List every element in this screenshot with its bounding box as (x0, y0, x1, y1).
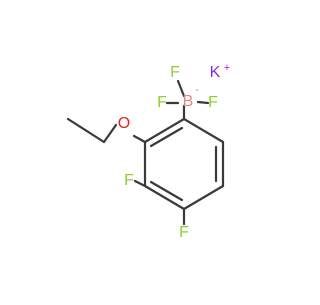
fluorine-ring-3-label: F (124, 172, 134, 189)
ring-bond-c2-c1 (143, 117, 186, 144)
fluorine-ring-4-label: F (179, 224, 189, 241)
ring-bond-c5-c4 (182, 184, 225, 211)
fluorine-top-label: F (170, 64, 180, 81)
bond-c3-fluorine (133, 179, 147, 188)
potassium-label: K (210, 64, 221, 81)
ring-bond-c4-c3 (143, 184, 186, 211)
fluorine-right-label: F (208, 94, 218, 111)
fluorine-left-label: F (157, 94, 167, 111)
structure-canvas: K + B - F F F O F F (66, 62, 230, 241)
boron-label: B (183, 93, 194, 110)
bond-boron-f-top (176, 79, 186, 98)
atom-labels: K + B - F F F O F F (118, 62, 230, 241)
bond-ch2-ch3 (66, 117, 106, 144)
potassium-charge: + (224, 62, 230, 74)
bonds (66, 79, 225, 226)
structure-svg: K + B - F F F O F F (66, 62, 230, 241)
oxygen-label: O (118, 115, 130, 132)
ring-bond-c1-c6 (182, 117, 225, 144)
boron-charge: - (195, 84, 199, 96)
bond-c2-oxygen (132, 134, 147, 144)
bond-boron-f-right (196, 100, 210, 105)
ring-inner-bond-c4-c3 (149, 180, 184, 202)
ring-inner-bond-c2-c1 (149, 126, 184, 148)
bond-oxygen-ch2 (102, 123, 118, 144)
